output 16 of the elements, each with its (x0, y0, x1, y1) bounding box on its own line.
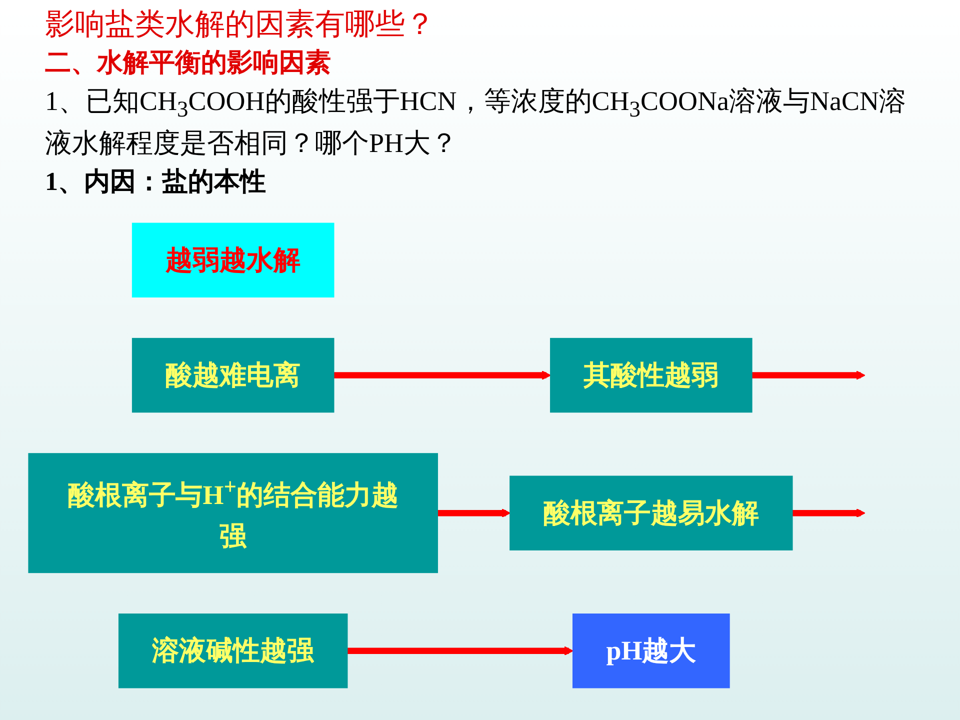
arrow (334, 370, 551, 380)
node-box: 酸越难电离 (132, 338, 334, 413)
node-box: 酸根离子与H$^{+}$的结合能力越强 (28, 453, 438, 574)
question-text: 1、已知CH$_{3}$COOH的酸性强于HCN，等浓度的CH$_{3}$COONa溶液与NaCN溶液水解程度是否相同？哪个PH大？ (45, 85, 908, 160)
node-box: 越弱越水解 (132, 222, 334, 298)
arrow (347, 646, 574, 656)
node-box: 酸根离子越易水解 (510, 476, 793, 550)
slide-title: 影响盐类水解的因素有哪些？ (45, 7, 435, 43)
node-box: 溶液碱性越强 (118, 614, 348, 688)
arrow (437, 508, 510, 518)
node-box: pH越大 (572, 614, 730, 688)
node-box: 其酸性越弱 (550, 338, 752, 413)
subheading: 1、内因：盐的本性 (45, 166, 266, 198)
arrow (792, 508, 866, 518)
section-heading: 二、水解平衡的影响因素 (45, 47, 331, 79)
arrow (752, 370, 866, 380)
